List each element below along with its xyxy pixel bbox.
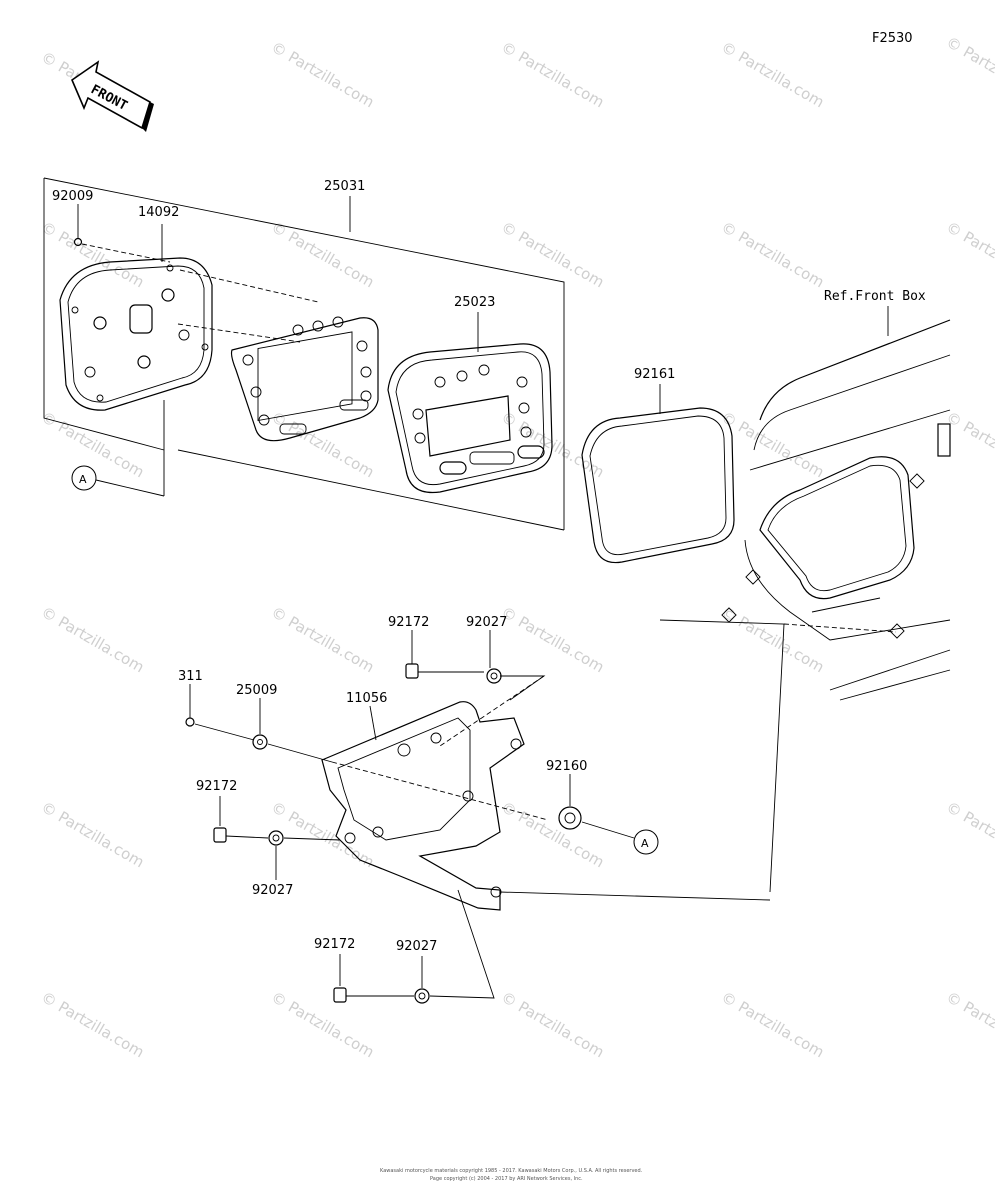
fastener-group [185,630,771,1004]
watermark-text: © Partzilla.com [943,798,995,871]
callout-14092: 14092 [138,205,179,220]
watermark-text: © Partzilla.com [943,218,995,291]
watermark-text: © Partzilla.com [943,988,995,1061]
callout-92161: 92161 [634,367,675,382]
callout-92172-top: 92172 [388,615,429,630]
watermark-text: © Partzilla.com [718,38,827,111]
figure-code: F2530 [872,31,913,46]
footer-copyright-line1: Kawasaki motorcycle materials copyright … [380,1168,643,1174]
svg-text:A: A [641,837,649,850]
watermark-text: © Partzilla.com [38,798,147,871]
watermark-text: © Partzilla.com [498,603,607,676]
watermark-text: © Partzilla.com [38,603,147,676]
watermark-text: © Partzilla.com [498,218,607,291]
watermark-text: © Partzilla.com [498,408,607,481]
leader-line [177,323,301,343]
svg-text:A: A [79,473,87,486]
callout-92009: 92009 [52,189,93,204]
callout-11056: 11056 [346,691,387,706]
watermark-text: © Partzilla.com [498,38,607,111]
callout-ref-front-box: Ref.Front Box [824,289,926,304]
watermark-text: © Partzilla.com [718,218,827,291]
callout-92027-left: 92027 [252,883,293,898]
watermark-text: © Partzilla.com [718,988,827,1061]
callout-311: 311 [178,669,203,684]
footer-copyright-line2: Page copyright (c) 2004 - 2017 by ARI Ne… [430,1176,583,1182]
callout-92172-bottom: 92172 [314,937,355,952]
watermark-text: © Partzilla.com [268,38,377,111]
watermark-text: © Partzilla.com [268,988,377,1061]
watermark-text: © Partzilla.com [498,988,607,1061]
watermark-text: © Partzilla.com [38,988,147,1061]
callout-25009: 25009 [236,683,277,698]
watermark-layer: © Partzilla.com © Partzilla.com © Partzi… [38,33,995,1061]
watermark-text: © Partzilla.com [268,603,377,676]
watermark-text: © Partzilla.com [943,408,995,481]
part-inner-frame [230,316,379,442]
part-92161-seal [581,384,735,564]
part-14092-rear-cover [59,224,213,411]
callout-92172-left: 92172 [196,779,237,794]
part-25023-meter [387,312,553,494]
front-arrow-icon: FRONT [71,60,154,132]
callout-92160: 92160 [546,759,587,774]
callout-92027-bottom: 92027 [396,939,437,954]
reference-a-top: A [71,465,165,497]
watermark-text: © Partzilla.com [268,218,377,291]
callout-25031: 25031 [324,179,365,194]
callout-25023: 25023 [454,295,495,310]
watermark-text: © Partzilla.com [943,33,995,106]
front-box-reference [659,306,951,893]
reference-a-bottom: A [633,829,659,855]
part-11056-bracket [321,701,525,911]
watermark-text: © Partzilla.com [38,218,147,291]
callout-92027-top: 92027 [466,615,507,630]
watermark-text: © Partzilla.com [268,408,377,481]
assembly-outline [43,177,565,531]
watermark-text: © Partzilla.com [498,798,607,871]
leader-line [179,269,319,303]
